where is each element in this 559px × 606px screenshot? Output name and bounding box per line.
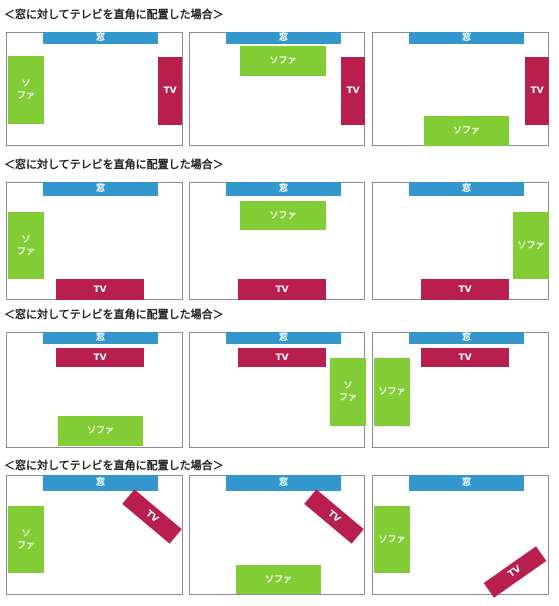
room-r3-c1: 窓 TV ソファ [6, 332, 183, 448]
section-heading-3: ＜窓に対してテレビを直角に配置した場合＞ [4, 308, 224, 321]
window: 窓 [43, 332, 158, 344]
tv: TV [56, 348, 144, 367]
tv: TV [238, 279, 326, 300]
room-r4-c3: 窓 ソファ TV [372, 475, 549, 598]
sofa: ソ ファ [330, 358, 366, 426]
room-r2-c2: 窓 ソファ TV [189, 182, 365, 300]
tv: TV [341, 57, 365, 125]
room-r2-c1: 窓 ソ ファ TV [6, 182, 183, 300]
window: 窓 [409, 182, 524, 196]
window: 窓 [409, 32, 524, 44]
tv: TV [483, 546, 547, 598]
room-r1-c2: 窓 ソファ TV [189, 32, 365, 146]
tv: TV [421, 279, 509, 300]
sofa: ソ ファ [8, 212, 44, 279]
section-heading-4: ＜窓に対してテレビを直角に配置した場合＞ [4, 459, 224, 472]
tv: TV [158, 57, 182, 125]
sofa: ソ ファ [8, 506, 44, 573]
sofa: ソファ [58, 416, 143, 446]
room-r1-c1: 窓 ソ ファ TV [6, 32, 183, 146]
room-r3-c2: 窓 TV ソ ファ [189, 332, 366, 448]
sofa: ソファ [236, 565, 321, 594]
window: 窓 [226, 182, 341, 196]
room-r3-c3: 窓 TV ソファ [372, 332, 549, 448]
tv: TV [238, 348, 326, 367]
room-r4-c1: 窓 ソ ファ TV [6, 475, 183, 595]
tv: TV [304, 489, 364, 544]
room-r4-c2: 窓 ソファ TV [189, 475, 365, 595]
window: 窓 [409, 332, 524, 344]
room-r2-c3: 窓 ソファ TV [372, 182, 549, 300]
sofa: ソファ [240, 201, 326, 230]
window: 窓 [43, 32, 158, 44]
tv: TV [525, 57, 549, 125]
sofa: ソファ [374, 358, 410, 426]
tv: TV [56, 279, 144, 300]
section-heading-1: ＜窓に対してテレビを直角に配置した場合＞ [4, 8, 224, 21]
tv: TV [122, 489, 182, 544]
window: 窓 [43, 475, 158, 491]
window: 窓 [226, 32, 341, 44]
window: 窓 [43, 182, 158, 196]
room-r1-c3: 窓 ソファ TV [372, 32, 549, 146]
tv: TV [421, 348, 509, 367]
sofa: ソファ [513, 212, 549, 279]
sofa: ソファ [240, 46, 326, 76]
window: 窓 [226, 475, 341, 491]
window: 窓 [226, 332, 341, 344]
section-heading-2: ＜窓に対してテレビを直角に配置した場合＞ [4, 158, 224, 171]
sofa: ソファ [424, 116, 509, 146]
sofa: ソファ [374, 506, 410, 573]
sofa: ソ ファ [8, 56, 44, 124]
window: 窓 [409, 475, 524, 491]
